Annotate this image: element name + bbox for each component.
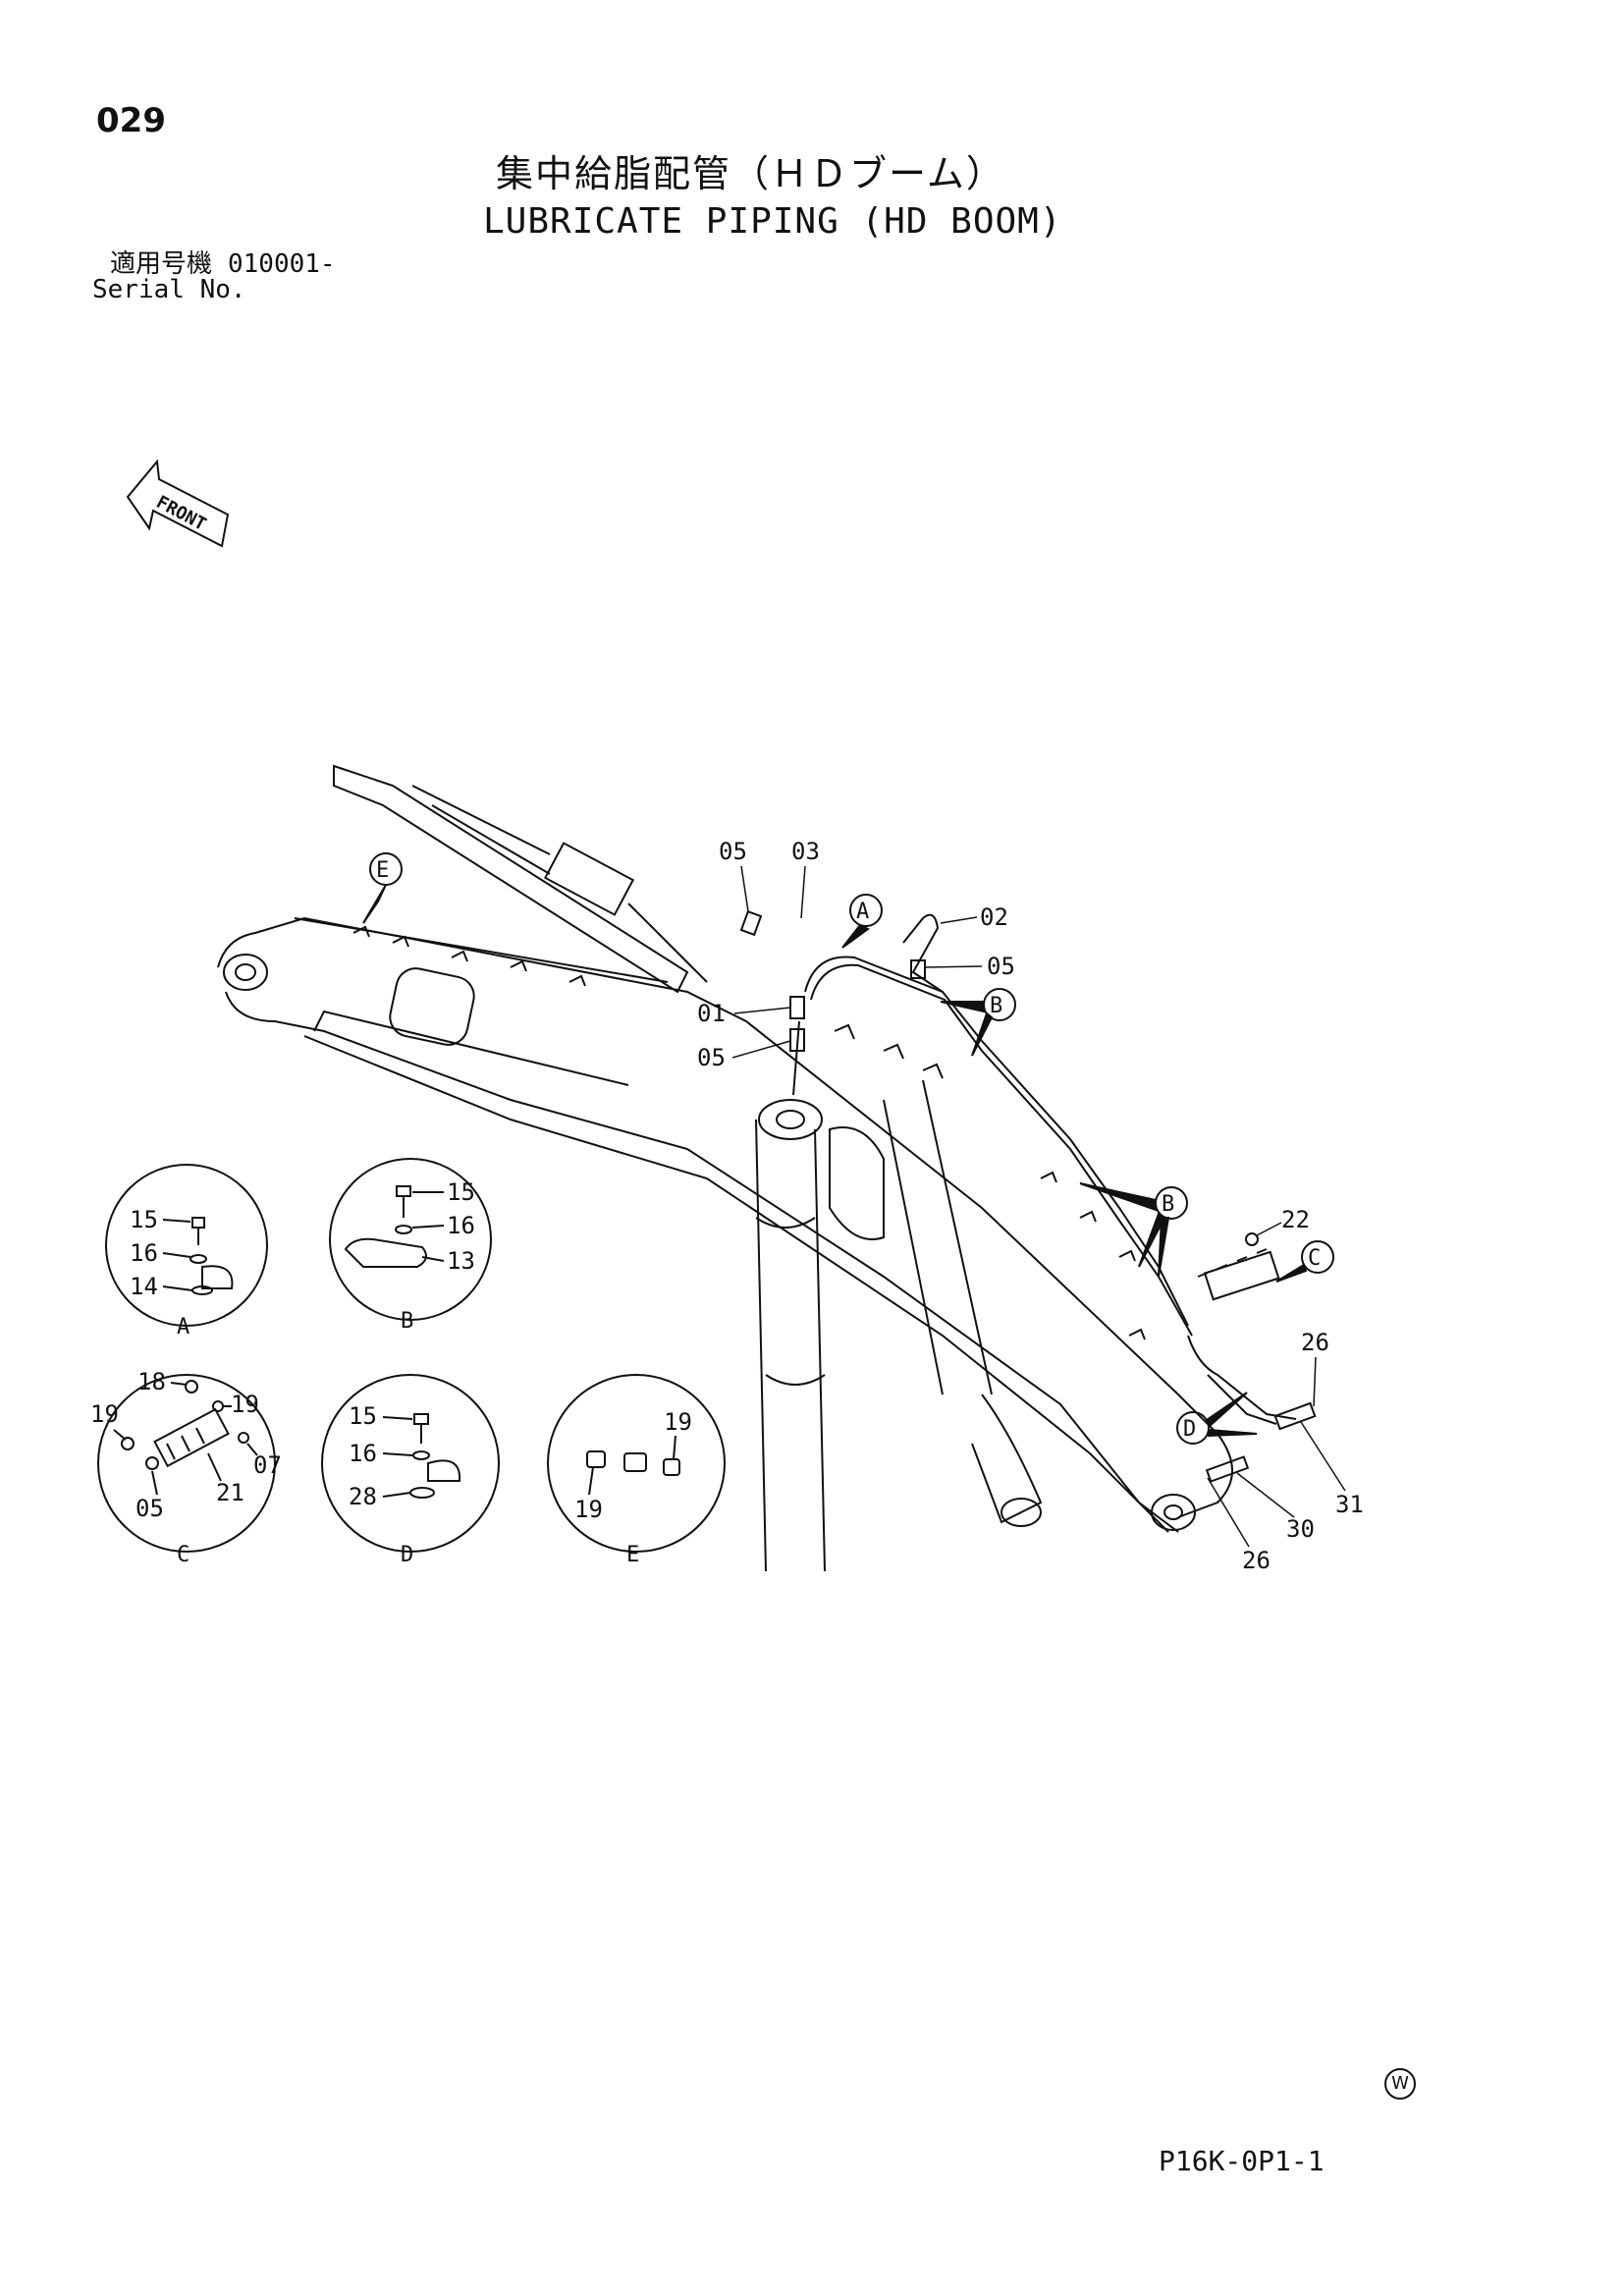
callout-label: 02	[980, 903, 1008, 931]
detail-c-label: 21	[216, 1479, 244, 1506]
detail-e-label: 19	[664, 1408, 692, 1436]
title-english: LUBRICATE PIPING (HD BOOM)	[483, 201, 1062, 242]
callout-label: 03	[791, 838, 820, 865]
callout-label: 31	[1335, 1491, 1364, 1518]
detail-e-label: 19	[574, 1496, 603, 1523]
detail-b-letter: B	[401, 1309, 413, 1334]
callout-label: 26	[1301, 1329, 1329, 1356]
detail-c-label: 19	[90, 1400, 119, 1428]
serial-label-japanese: 適用号機	[110, 249, 213, 279]
detail-b: B 15 16 13	[329, 1158, 492, 1334]
boom-illustration	[217, 764, 1317, 1572]
callout-label: 01	[697, 1000, 726, 1027]
callout-label: 26	[1242, 1547, 1271, 1574]
detail-d-label: 16	[349, 1440, 377, 1467]
detail-c-label: 18	[137, 1368, 166, 1395]
view-letter: A	[856, 900, 869, 924]
detail-a-label: 16	[130, 1239, 158, 1267]
detail-c-letter: C	[177, 1543, 189, 1567]
detail-d-letter: D	[401, 1543, 413, 1567]
detail-b-label: 13	[447, 1247, 475, 1275]
callout-label: 05	[987, 953, 1015, 980]
page-number: 029	[96, 101, 166, 140]
detail-c-label: 19	[231, 1391, 259, 1418]
detail-c-label: 05	[135, 1495, 164, 1522]
title-japanese: 集中給脂配管（ＨＤブーム）	[496, 152, 1005, 195]
callout-label: 05	[697, 1044, 726, 1071]
view-letter: B	[990, 994, 1002, 1018]
detail-e-letter: E	[626, 1543, 639, 1567]
front-label: FRONT	[153, 492, 210, 535]
view-letter: D	[1183, 1417, 1196, 1442]
detail-a: A 15 16 14	[105, 1164, 268, 1339]
callout-label: 30	[1286, 1515, 1315, 1543]
view-letters-main: E A B B C D	[362, 852, 1334, 1445]
view-letter: B	[1162, 1192, 1174, 1217]
detail-a-letter: A	[177, 1315, 189, 1339]
front-arrow-icon: FRONT	[126, 459, 230, 548]
detail-b-label: 15	[447, 1178, 475, 1206]
detail-c-label: 07	[253, 1451, 282, 1479]
document-code: P16K-0P1-1	[1159, 2145, 1325, 2177]
detail-b-label: 16	[447, 1212, 475, 1239]
detail-e: E 19 19	[547, 1374, 726, 1567]
detail-d-label: 15	[349, 1402, 377, 1430]
detail-c: C 18 19 19 07 05 21	[90, 1368, 282, 1567]
watermark-symbol: W	[1384, 2068, 1416, 2100]
view-letter: E	[376, 858, 389, 883]
view-letter: C	[1308, 1246, 1321, 1271]
callout-label: 22	[1281, 1206, 1310, 1233]
serial-value: 010001-	[228, 249, 336, 279]
callouts-main: 05 03 02 05 01 05 22 26 31 30 26	[697, 838, 1364, 1574]
serial-label-english: Serial No.	[92, 275, 246, 304]
detail-d-label: 28	[349, 1483, 377, 1510]
detail-d: D 15 16 28	[321, 1374, 500, 1567]
detail-a-label: 14	[130, 1273, 158, 1300]
detail-a-label: 15	[130, 1206, 158, 1233]
callout-label: 05	[719, 838, 747, 865]
